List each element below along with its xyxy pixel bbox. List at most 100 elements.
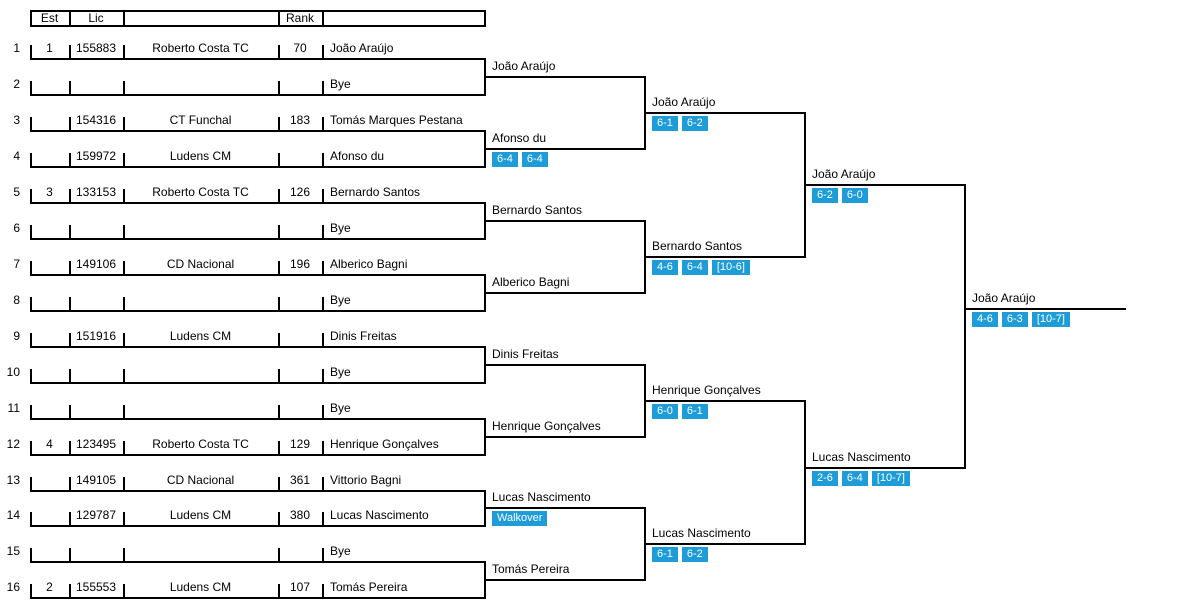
- player-name: Bye: [330, 365, 351, 379]
- row-line: [30, 346, 486, 348]
- seq-label: 6: [13, 221, 20, 235]
- column-tick: [278, 477, 280, 490]
- winner-name: Lucas Nascimento: [492, 490, 591, 504]
- player-name: Tomás Pereira: [330, 580, 408, 594]
- column-header-est: Est: [40, 11, 59, 25]
- row-line: [30, 418, 486, 420]
- column-tick: [123, 261, 125, 274]
- column-tick: [69, 477, 71, 490]
- column-tick: [278, 405, 280, 418]
- seq-label: 3: [13, 113, 20, 127]
- winner-name: João Araújo: [492, 59, 556, 73]
- seq-label: 8: [13, 293, 20, 307]
- column-tick: [69, 225, 71, 238]
- match-connector: [804, 400, 806, 545]
- row-line: [30, 166, 486, 168]
- lic-value: 159972: [75, 149, 117, 163]
- winner-name: Alberico Bagni: [492, 275, 570, 289]
- column-tick: [69, 117, 71, 130]
- column-tick: [123, 584, 125, 597]
- player-name: Bye: [330, 401, 351, 415]
- column-tick: [278, 45, 280, 58]
- club-value: CD Nacional: [166, 257, 235, 271]
- column-tick: [123, 297, 125, 310]
- lic-value: 149105: [75, 473, 117, 487]
- row-line: [30, 310, 486, 312]
- column-tick: [30, 584, 32, 597]
- column-tick: [322, 333, 324, 346]
- column-tick: [123, 405, 125, 418]
- column-tick: [322, 548, 324, 561]
- score-badge: 6-4: [492, 152, 518, 167]
- column-tick: [69, 584, 71, 597]
- column-tick: [30, 297, 32, 310]
- seq-label: 2: [13, 77, 20, 91]
- column-tick: [278, 261, 280, 274]
- winner-line: [484, 579, 646, 581]
- rank-value: 129: [289, 437, 311, 451]
- rank-value: 107: [289, 580, 311, 594]
- row-line: [30, 274, 486, 276]
- match-connector: [964, 184, 966, 469]
- column-tick: [123, 45, 125, 58]
- seq-label: 7: [13, 257, 20, 271]
- score-badge: 6-0: [841, 188, 868, 203]
- column-tick: [69, 333, 71, 346]
- lic-value: 154316: [75, 113, 117, 127]
- score-badge: 6-4: [681, 260, 708, 275]
- column-tick: [322, 297, 324, 310]
- score-badge: 6-0: [652, 404, 678, 419]
- column-tick: [123, 153, 125, 166]
- rank-value: 380: [289, 508, 311, 522]
- club-value: Roberto Costa TC: [152, 41, 249, 55]
- player-name: Alberico Bagni: [330, 257, 408, 271]
- column-tick: [123, 369, 125, 382]
- column-tick: [278, 225, 280, 238]
- seq-label: 9: [13, 329, 20, 343]
- score-badge: 6-2: [681, 547, 708, 562]
- est-value: 2: [46, 580, 53, 594]
- column-tick: [123, 477, 125, 490]
- column-tick: [123, 441, 125, 454]
- column-tick: [278, 297, 280, 310]
- lic-value: 133153: [75, 185, 117, 199]
- rank-value: 361: [289, 473, 311, 487]
- winner-name: Lucas Nascimento: [652, 526, 751, 540]
- column-tick: [322, 189, 324, 202]
- winner-line: [484, 292, 646, 294]
- row-line: [30, 454, 486, 456]
- winner-line: [484, 76, 646, 78]
- column-tick: [322, 584, 324, 597]
- winner-line: [484, 364, 646, 366]
- column-tick: [30, 117, 32, 130]
- score-badge: 6-1: [652, 116, 678, 131]
- club-value: Ludens CM: [169, 329, 232, 343]
- header-divider: [123, 10, 125, 27]
- column-header-lic: Lic: [88, 11, 104, 25]
- score-badge: 6-3: [1001, 312, 1028, 327]
- player-name: Bernardo Santos: [330, 185, 421, 199]
- winner-name: Dinis Freitas: [492, 347, 559, 361]
- column-tick: [69, 81, 71, 94]
- seq-label: 12: [6, 437, 20, 451]
- winner-name: Bernardo Santos: [492, 203, 583, 217]
- row-line: [30, 597, 486, 599]
- column-tick: [30, 477, 32, 490]
- row-line: [30, 490, 486, 492]
- column-tick: [69, 297, 71, 310]
- winner-name: João Araújo: [972, 291, 1036, 305]
- column-tick: [322, 117, 324, 130]
- column-tick: [278, 81, 280, 94]
- seq-label: 4: [13, 149, 20, 163]
- column-tick: [322, 512, 324, 525]
- score-badge: 6-1: [652, 547, 678, 562]
- rank-value: 183: [289, 113, 311, 127]
- column-tick: [278, 369, 280, 382]
- column-tick: [278, 584, 280, 597]
- column-tick: [123, 189, 125, 202]
- row-line: [30, 130, 486, 132]
- row-line: [30, 561, 486, 563]
